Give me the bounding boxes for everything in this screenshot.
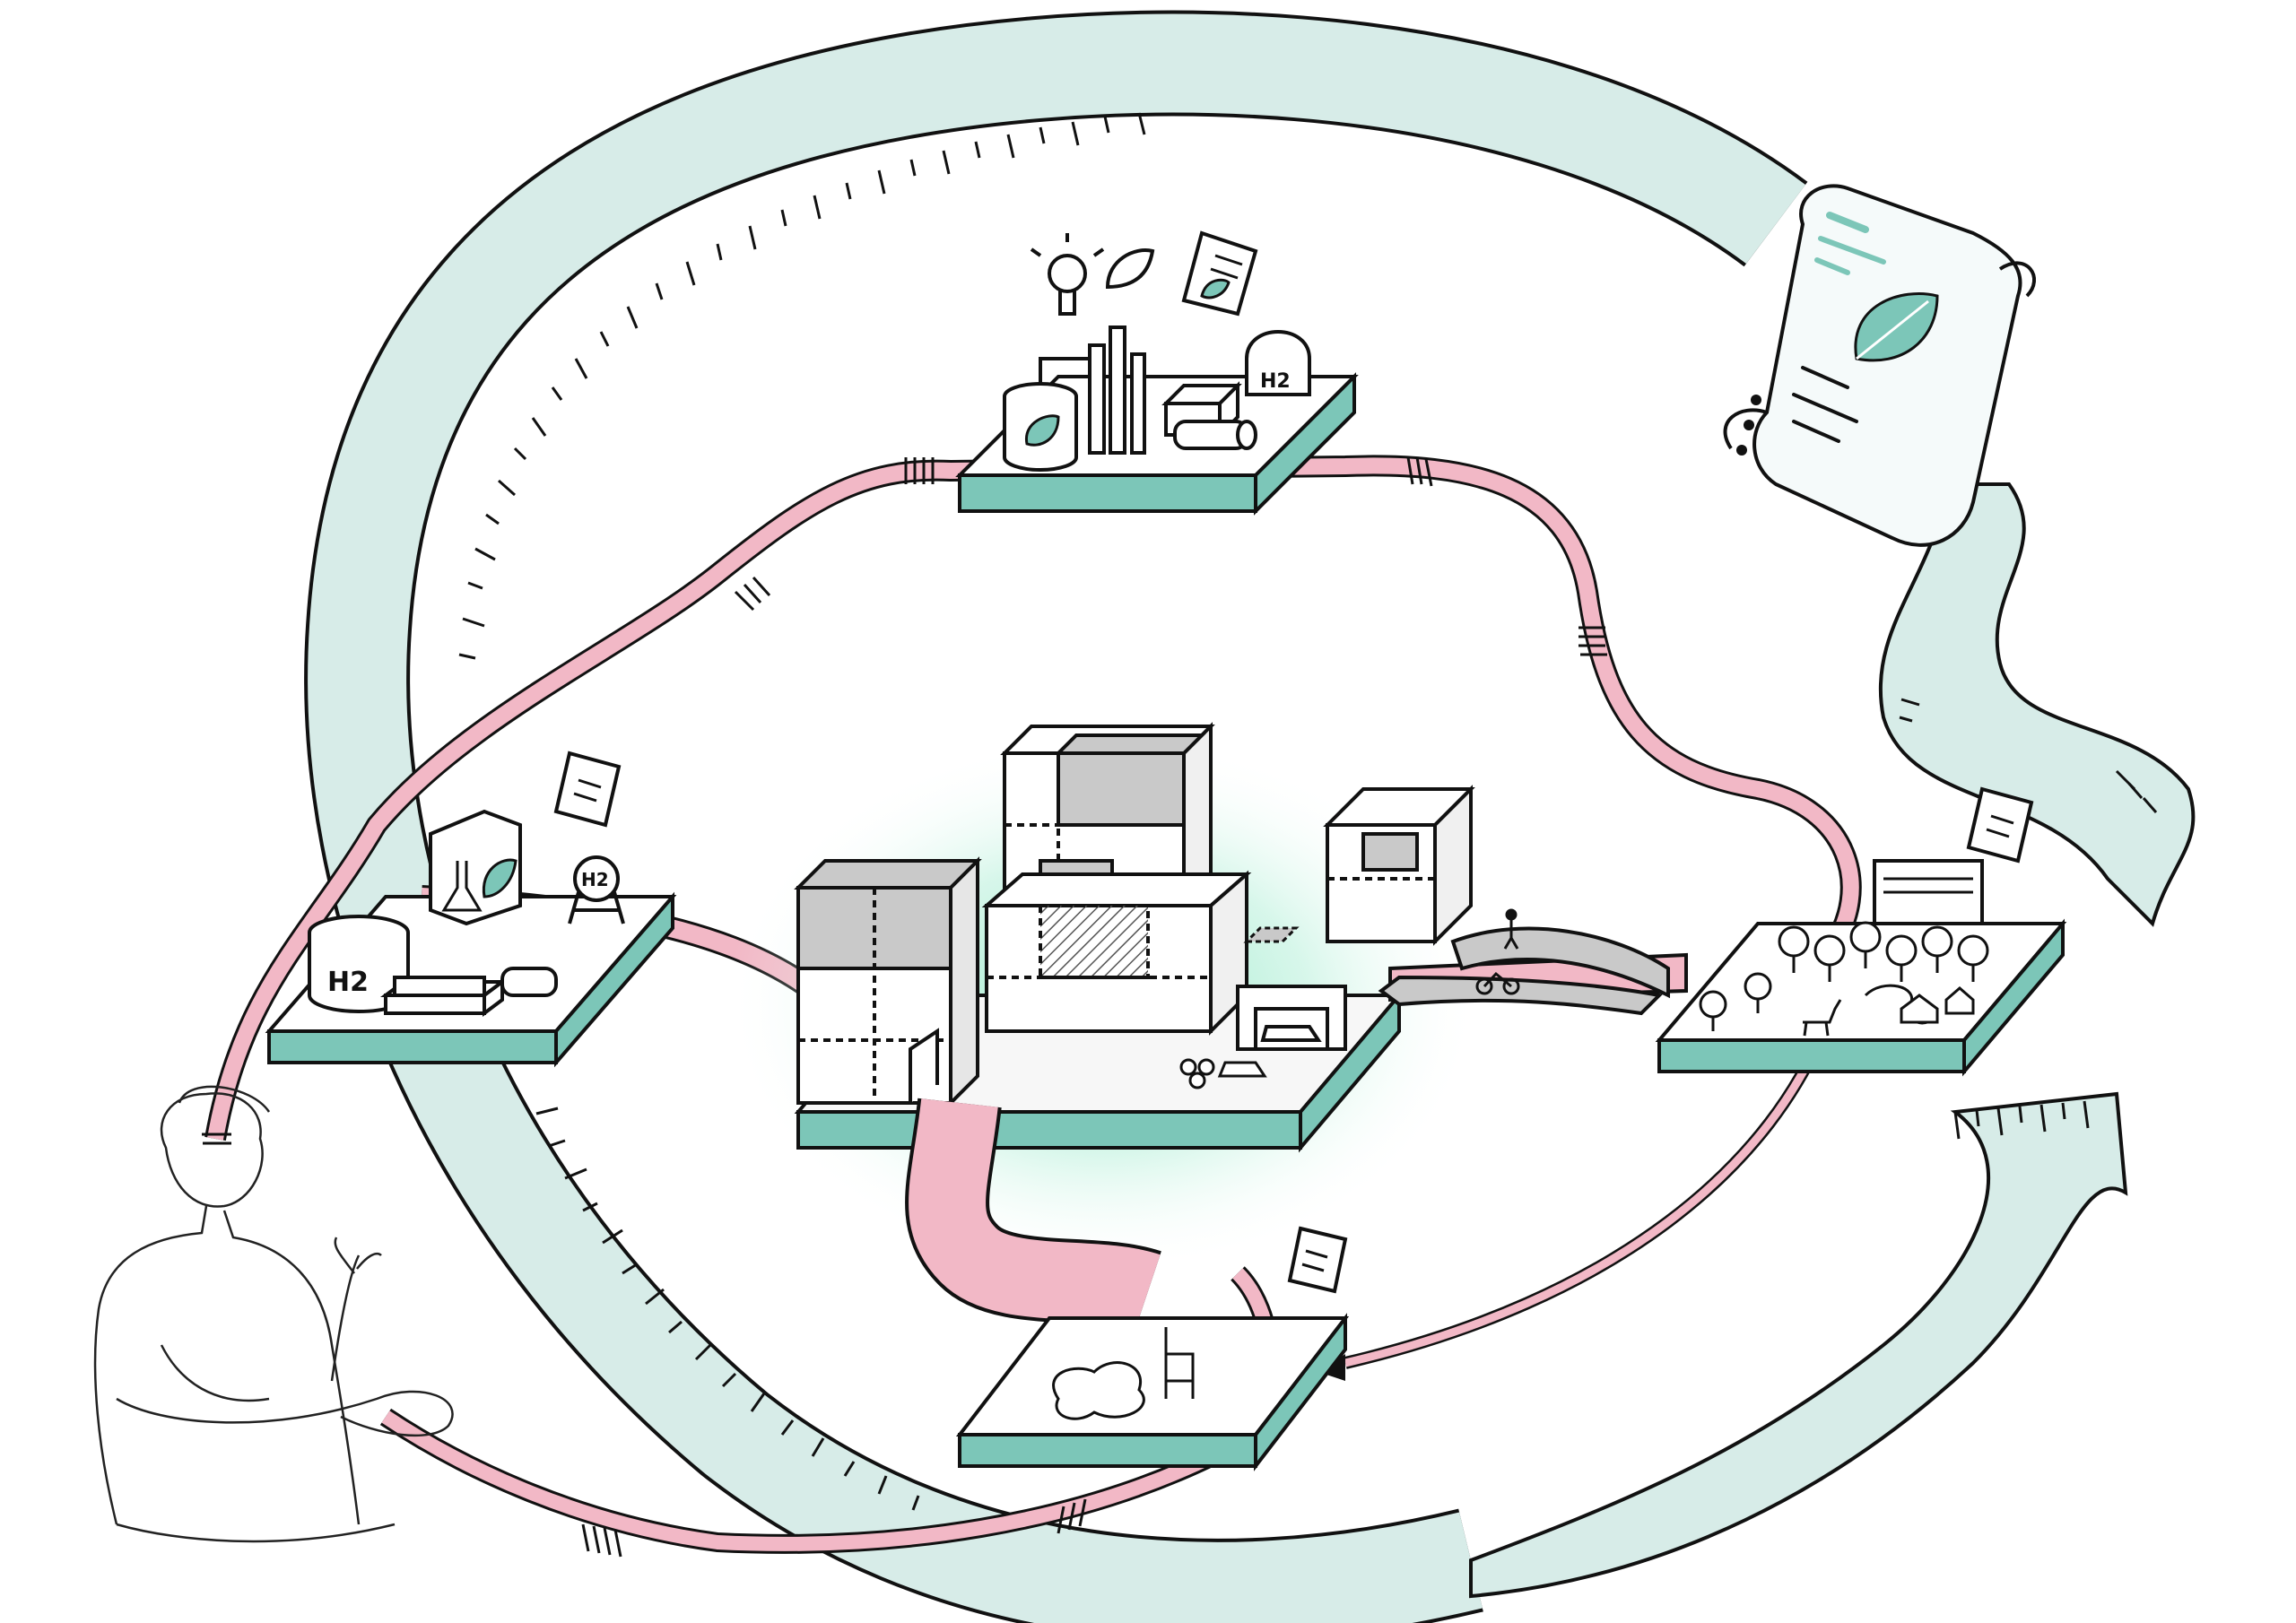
leaf-icon: [1854, 292, 1939, 362]
car-icon: [1217, 1061, 1267, 1078]
document-scroll-icon: [1181, 230, 1258, 317]
certificate-scroll-large: [1723, 184, 2037, 547]
h2-label-left-tank: H2: [327, 967, 369, 998]
h2-label-left-tower: H2: [581, 869, 609, 890]
document-scroll-icon: [1966, 786, 2034, 864]
tape-ribbon-right: [1469, 482, 2196, 1599]
car-icon: [1260, 1025, 1322, 1042]
platform-products-bottom: [955, 1226, 1350, 1471]
leaf-icon: [1105, 248, 1155, 290]
platform-nature-right: [1655, 786, 2067, 1077]
leaf-icon: [1025, 414, 1060, 447]
document-scroll-icon: [1287, 1226, 1348, 1294]
lightbulb-icon: [1030, 233, 1105, 316]
pedestrian-icon: [1503, 908, 1519, 950]
tape-ticks-bottom: [535, 1107, 920, 1511]
tape-ticks-top: [458, 112, 1146, 660]
central-city-block: [794, 722, 1688, 1332]
house-icon: [1900, 986, 1975, 1024]
person-outline: [93, 1085, 454, 1543]
platform-industry-top: H2: [955, 230, 1359, 516]
chair-icon: [1164, 1327, 1195, 1399]
document-scroll-icon: [553, 751, 622, 828]
bicycle-icon: [1475, 971, 1520, 995]
h2-label-top: H2: [1260, 370, 1291, 393]
deer-icon: [1803, 999, 1842, 1037]
platform-energy-left: H2 H2: [265, 751, 677, 1068]
mobility-arrows: [1378, 908, 1670, 1016]
tape-ticks-right: [1953, 1100, 2090, 1140]
leaf-icon: [482, 858, 517, 898]
tree-icon: [1699, 921, 1989, 1031]
